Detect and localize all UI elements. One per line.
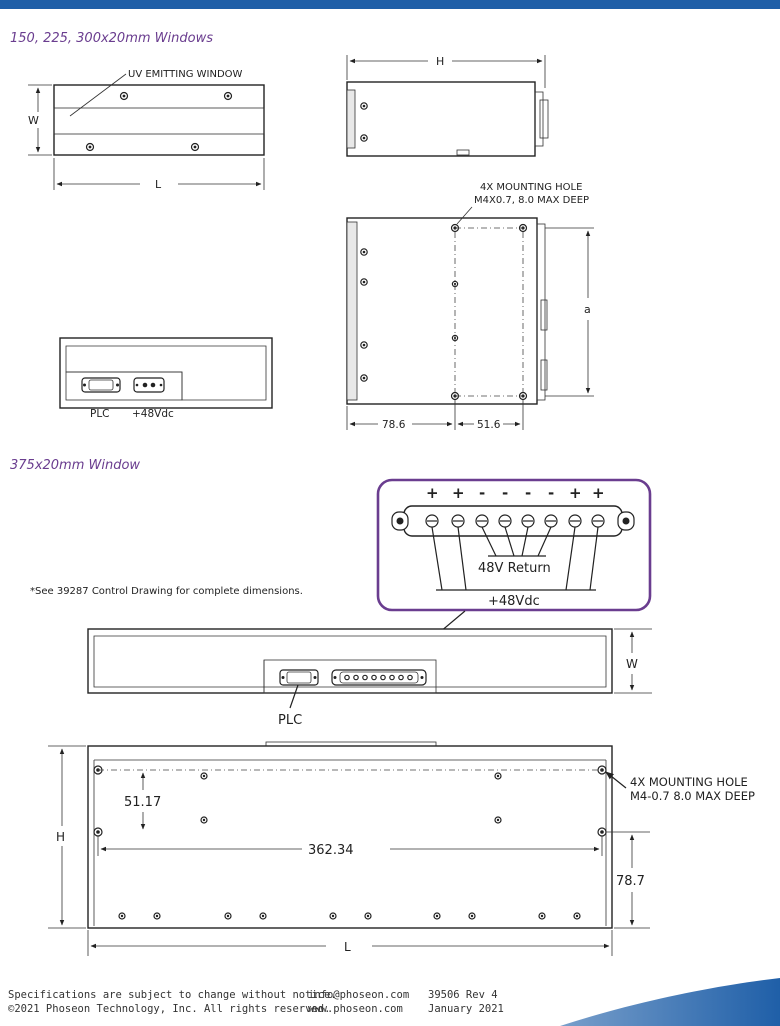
small-pins xyxy=(344,674,413,681)
plan-view-375 xyxy=(48,741,650,956)
footer-website: www.phoseon.com xyxy=(308,1003,403,1015)
l-label-top: L xyxy=(155,178,162,191)
pin-label-3: - xyxy=(479,484,485,502)
footer-spec-note: Specifications are subject to change wit… xyxy=(8,989,337,1001)
connector-end-view-small xyxy=(59,337,273,409)
pin-label-6: - xyxy=(548,484,554,502)
bottom-screw-row xyxy=(118,912,581,920)
pin-label-5: - xyxy=(525,484,531,502)
w-label-375: W xyxy=(626,657,638,671)
dim-362-34: 362.34 xyxy=(308,843,354,858)
dim-78-6: 78.6 xyxy=(382,419,406,431)
mount-hole-label-top-2: M4X0.7, 8.0 MAX DEEP xyxy=(474,195,589,206)
section-title-small-windows: 150, 225, 300x20mm Windows xyxy=(10,31,213,46)
h-label-375: H xyxy=(56,830,65,844)
mount-hole-label-top-1: 4X MOUNTING HOLE xyxy=(480,182,582,193)
h-label-top: H xyxy=(436,55,444,68)
header-bar xyxy=(0,0,780,9)
v48-label-small: +48Vdc xyxy=(132,408,174,420)
pin-label-1: + xyxy=(426,484,439,502)
see-note: *See 39287 Control Drawing for complete … xyxy=(30,586,303,597)
dim-51-6: 51.6 xyxy=(477,419,501,431)
corner-swoosh xyxy=(560,978,780,1026)
footer-email: info@phoseon.com xyxy=(308,989,409,1001)
front-view-small xyxy=(28,73,265,190)
side-view-small xyxy=(346,55,549,157)
a-label: a xyxy=(584,303,591,316)
plan-view-small xyxy=(346,206,594,430)
footer-date: January 2021 xyxy=(428,1003,504,1015)
section-title-375-window: 375x20mm Window xyxy=(10,458,140,473)
footer-doc-number: 39506 Rev 4 xyxy=(428,989,498,1001)
pin-label-4: - xyxy=(502,484,508,502)
l-label-375: L xyxy=(344,940,351,954)
uv-window-label: UV EMITTING WINDOW xyxy=(128,69,243,80)
plc-label-small: PLC xyxy=(90,408,110,420)
return-48v-label: 48V Return xyxy=(478,561,551,576)
front-view-375 xyxy=(87,628,652,709)
pin-label-8: + xyxy=(592,484,605,502)
pinout-callout xyxy=(376,478,652,675)
footer-copyright: ©2021 Phoseon Technology, Inc. All right… xyxy=(8,1003,330,1015)
pin-label-2: + xyxy=(452,484,465,502)
mount-hole-label-bot-2: M4-0.7 8.0 MAX DEEP xyxy=(630,789,755,803)
mount-hole-label-bot-1: 4X MOUNTING HOLE xyxy=(630,775,748,789)
plus48-label: +48Vdc xyxy=(488,594,540,609)
dim-51-17: 51.17 xyxy=(124,795,161,810)
pin-label-7: + xyxy=(569,484,582,502)
plc-label-375: PLC xyxy=(278,713,302,728)
pin-circles xyxy=(425,514,605,528)
w-label-top: W xyxy=(28,114,39,127)
dim-78-7: 78.7 xyxy=(616,874,645,889)
